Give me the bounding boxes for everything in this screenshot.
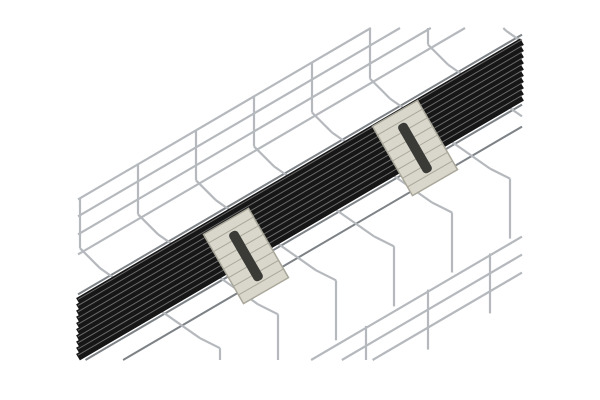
- clamp-slot: [398, 122, 432, 174]
- cable-highlight: [77, 70, 523, 331]
- tray-wire-cross: [489, 167, 511, 180]
- clamp-rib: [407, 160, 453, 188]
- tray-wire-longitudinal-front: [341, 253, 523, 361]
- cable: [76, 50, 524, 318]
- wire-mesh-tray-front: [310, 235, 523, 361]
- cable-bundle: [76, 38, 524, 361]
- tray-wire-bottom: [77, 33, 523, 296]
- tray-wire-cross: [137, 213, 159, 236]
- tray-wire-longitudinal: [77, 27, 372, 201]
- tray-wire-cross: [373, 235, 395, 248]
- tray-wire-cross: [199, 337, 221, 350]
- clamp-rib: [208, 216, 254, 244]
- cable-highlight: [77, 63, 523, 325]
- cable-clamp: [371, 99, 459, 197]
- cable-highlight: [77, 82, 523, 344]
- tray-wire-longitudinal: [77, 27, 466, 256]
- clamp-rib: [377, 108, 423, 136]
- clamp-rib: [238, 268, 284, 296]
- tray-wire-cross: [315, 269, 337, 282]
- cable: [76, 38, 524, 305]
- tray-wire-cross: [427, 43, 449, 66]
- tray-wire-cross: [502, 27, 507, 32]
- cable: [76, 63, 524, 330]
- cable: [76, 44, 524, 311]
- cable-highlight: [77, 39, 523, 300]
- tray-wire-cross: [253, 145, 275, 168]
- tray-wire-cross: [195, 179, 217, 202]
- cable: [76, 75, 524, 342]
- cable: [76, 87, 524, 355]
- tray-wire-cross: [431, 201, 453, 214]
- cable-highlight: [77, 88, 523, 350]
- tray-wire-cross: [257, 303, 279, 316]
- cable-clamp: [202, 207, 290, 305]
- cable-highlight: [77, 57, 523, 319]
- tray-wire-longitudinal: [77, 27, 401, 218]
- cable-clamps: [202, 99, 459, 305]
- tray-wire-cross: [369, 77, 391, 100]
- cable-highlight: [77, 45, 523, 307]
- tray-wire-cross: [311, 111, 333, 134]
- cable: [76, 94, 524, 361]
- tray-wire-longitudinal-front: [372, 271, 523, 361]
- cable-highlight: [77, 51, 523, 313]
- cable: [76, 81, 524, 349]
- tray-wire-longitudinal-front: [310, 235, 523, 361]
- cable: [76, 69, 524, 336]
- cable-highlight: [77, 76, 523, 338]
- cable: [76, 56, 524, 324]
- cable-highlight: [77, 94, 523, 356]
- tray-wire-cross: [79, 247, 101, 269]
- clamp-slot: [229, 230, 263, 282]
- tray-wire-bottom: [84, 103, 523, 361]
